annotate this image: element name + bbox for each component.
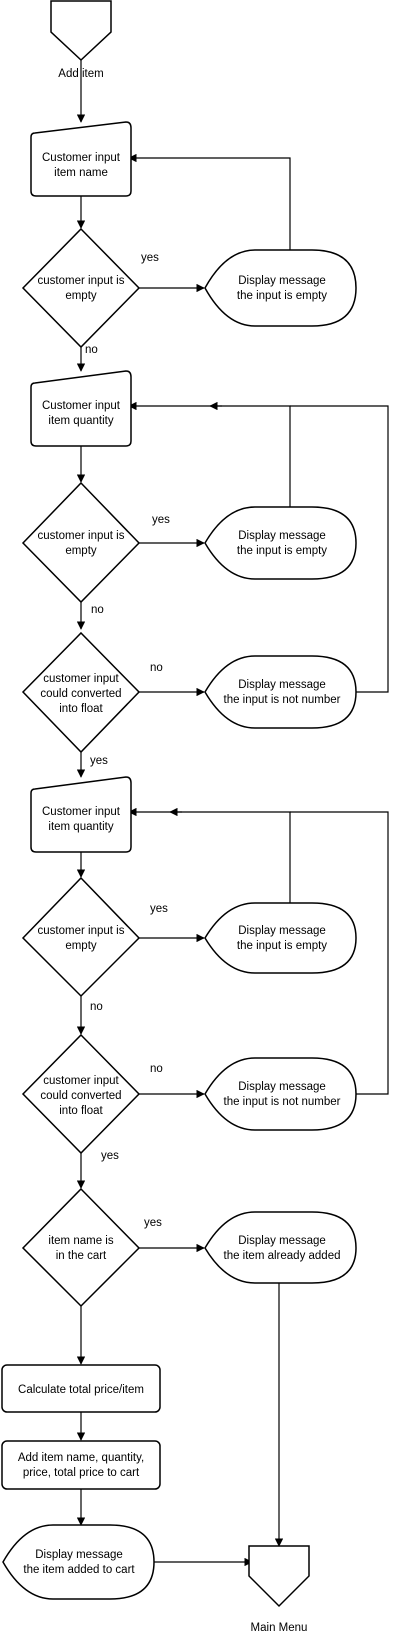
process-add-to-cart-label: Add item name, quantity,price, total pri… xyxy=(18,1452,144,1479)
edge-name-msg-loop xyxy=(128,153,291,250)
shapes xyxy=(1,0,357,1608)
label-qty2-float-yes: yes xyxy=(101,1150,119,1162)
display-already-added xyxy=(204,1211,357,1284)
label-name-empty-no: no xyxy=(85,344,98,356)
label-qty1-empty-no: no xyxy=(91,604,104,616)
connectors xyxy=(76,60,389,1567)
start-label: Add item xyxy=(58,68,103,80)
label-qty2-float-no: no xyxy=(150,1063,163,1075)
process-calc-total xyxy=(1,1364,161,1413)
edge-labels: yes no yes no no yes yes no no yes yes xyxy=(85,252,170,1229)
input-item-name xyxy=(30,121,132,197)
display-item-added xyxy=(2,1524,155,1600)
decision-in-cart xyxy=(21,1187,141,1308)
display-qty1-nan xyxy=(204,655,357,729)
decision-qty1-empty xyxy=(21,481,141,604)
edge-qty2-msg-loop xyxy=(128,807,291,903)
process-add-to-cart xyxy=(1,1440,161,1490)
display-qty2-empty xyxy=(204,902,357,974)
decision-qty2-float xyxy=(21,1033,141,1155)
edge-qty2-nan-loop xyxy=(290,811,389,1095)
input-item-quantity-1 xyxy=(30,370,132,447)
decision-qty1-float xyxy=(21,631,141,754)
input-item-quantity-2 xyxy=(30,776,132,853)
label-qty1-float-no: no xyxy=(150,662,163,674)
label-qty2-empty-no: no xyxy=(90,1001,103,1013)
end-connector xyxy=(248,1545,310,1608)
label-qty1-float-yes: yes xyxy=(90,755,108,767)
decision-qty2-empty xyxy=(21,876,141,998)
label-qty2-empty-yes: yes xyxy=(150,903,168,915)
display-qty2-nan xyxy=(204,1057,357,1131)
label-qty1-empty-yes: yes xyxy=(152,514,170,526)
display-name-empty xyxy=(204,249,357,327)
end-label: Main Menu xyxy=(251,1622,308,1634)
label-name-empty-yes: yes xyxy=(141,252,159,264)
display-qty1-empty xyxy=(204,506,357,580)
decision-name-empty xyxy=(21,227,141,349)
edge-qty1-msg-loop xyxy=(128,401,291,507)
edge-qty1-nan-loop xyxy=(290,405,389,693)
label-in-cart-yes: yes xyxy=(144,1217,162,1229)
process-calc-total-label: Calculate total price/item xyxy=(18,1384,144,1396)
start-connector xyxy=(50,0,112,62)
